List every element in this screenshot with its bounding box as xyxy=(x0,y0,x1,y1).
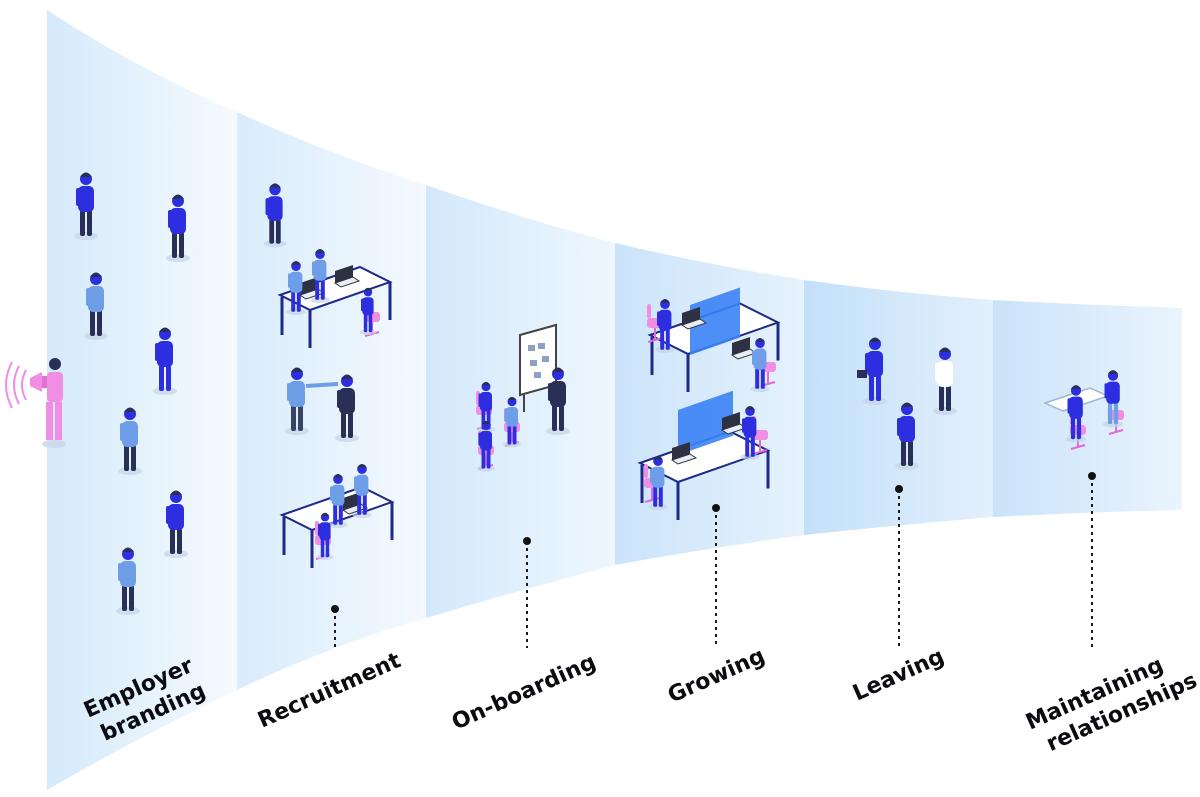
band-maintaining-relationships xyxy=(993,300,1182,517)
sound-waves xyxy=(6,362,26,408)
label-on-boarding: On-boarding xyxy=(448,650,600,736)
briefcase-icon xyxy=(857,370,867,378)
band-on-boarding xyxy=(426,185,615,618)
label-growing: Growing xyxy=(664,644,769,709)
band-recruitment xyxy=(237,112,426,690)
funnel-band xyxy=(47,10,1182,790)
label-leaving: Leaving xyxy=(849,644,948,706)
megaphone-icon xyxy=(30,372,48,392)
label-maintaining-relationships: Maintaining relationships xyxy=(1022,643,1200,761)
